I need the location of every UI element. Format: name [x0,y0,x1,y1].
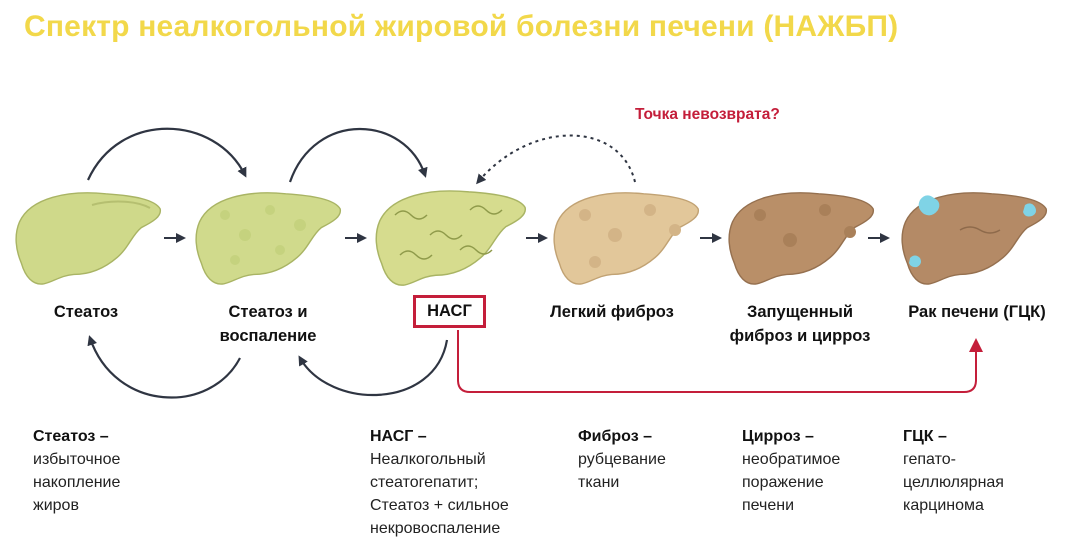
definition-text: Неалкогольный стеатогепатит; Стеатоз + с… [370,451,509,537]
liver-steatosis-inflammation [195,192,342,285]
definition-nash: НАСГ – Неалкогольный стеатогепатит; Стеа… [370,425,509,540]
liver-steatosis [15,192,162,285]
definition-text: избыточное накопление жиров [33,451,121,514]
stage-label-advanced-fibrosis: Запущенный фиброз и цирроз [729,303,871,345]
tumor-icon [1023,203,1036,217]
definition-term: Цирроз – [742,428,814,445]
definition-steatosis: Стеатоз – избыточное накопление жиров [33,425,120,517]
nash-to-cancer-arrow [457,330,983,393]
definition-term: Стеатоз – [33,428,109,445]
page-title: Спектр неалкогольной жировой болезни печ… [24,10,899,43]
tumor-icon [918,195,940,216]
stage-label-steatosis: Стеатоз [53,303,119,321]
regression-arc-arrow [298,339,449,396]
liver-mild-fibrosis [553,192,700,285]
stage-label-steatosis-inflammation: Стеатоз и воспаление [219,303,317,345]
liver-cancer [901,192,1048,285]
definition-cirrhosis: Цирроз – необратимое поражение печени [742,425,840,517]
definition-term: Фиброз – [578,428,653,445]
return-point-arc [476,134,636,185]
stage-label-mild-fibrosis: Легкий фиброз [550,303,674,321]
definition-text: необратимое поражение печени [742,451,841,514]
stage-label-liver-cancer: Рак печени (ГЦК) [908,303,1046,321]
liver-advanced-fibrosis-cirrhosis [728,192,875,285]
liver-nash [375,190,527,286]
definition-text: гепато- целлюлярная карцинома [903,451,1004,514]
regression-arc-arrow [87,335,241,399]
forward-arc-arrow [288,127,428,183]
definition-term: НАСГ – [370,428,427,445]
forward-arc-arrow [87,127,247,181]
tumor-icon [909,255,921,268]
return-point-label: Точка невозврата? [635,106,780,123]
definition-hcc: ГЦК – гепато- целлюлярная карцинома [903,425,1004,517]
definition-text: рубцевание ткани [578,451,666,491]
definition-term: ГЦК – [903,428,947,445]
definition-fibrosis: Фиброз – рубцевание ткани [578,425,666,494]
stage-label-nash: НАСГ [413,295,486,328]
